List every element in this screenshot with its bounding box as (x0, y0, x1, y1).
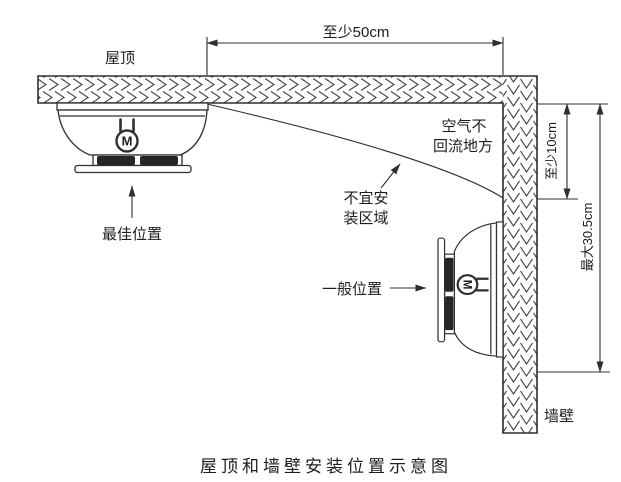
svg-text:不宜安: 不宜安 (343, 190, 388, 207)
no-install-boundary-curve (206, 103, 504, 199)
air-no-backflow-label: 空气不 回流地方 (433, 118, 493, 155)
dimension-min-50cm-label: 至少50cm (323, 24, 390, 41)
smoke-detector-wall (436, 220, 505, 359)
no-install-zone-arrow (380, 163, 401, 189)
general-position-label: 一般位置 (322, 281, 382, 298)
structure-outline (37, 75, 538, 434)
no-install-zone-label: 不宜安 装区域 (343, 190, 388, 227)
roof-label: 屋顶 (105, 50, 135, 67)
wall-hatch (503, 76, 537, 433)
dimension-min-10cm: 至少10cm (537, 103, 608, 200)
svg-text:空气不: 空气不 (441, 118, 486, 135)
dimension-min-10cm-label: 至少10cm (544, 122, 559, 180)
svg-text:回流地方: 回流地方 (433, 138, 493, 155)
smoke-detector-ceiling (55, 101, 210, 174)
dimension-max-30-5cm-label: 最大30.5cm (580, 203, 595, 272)
figure-caption: 屋顶和墙壁安装位置示意图 (200, 457, 452, 476)
dimension-min-50cm: 至少50cm (206, 24, 504, 75)
svg-text:装区域: 装区域 (343, 210, 388, 227)
dimension-max-30-5cm: 最大30.5cm (537, 103, 610, 373)
ceiling-hatch (38, 76, 503, 103)
best-position-label: 最佳位置 (102, 226, 162, 243)
wall-label: 墙壁 (544, 408, 574, 425)
